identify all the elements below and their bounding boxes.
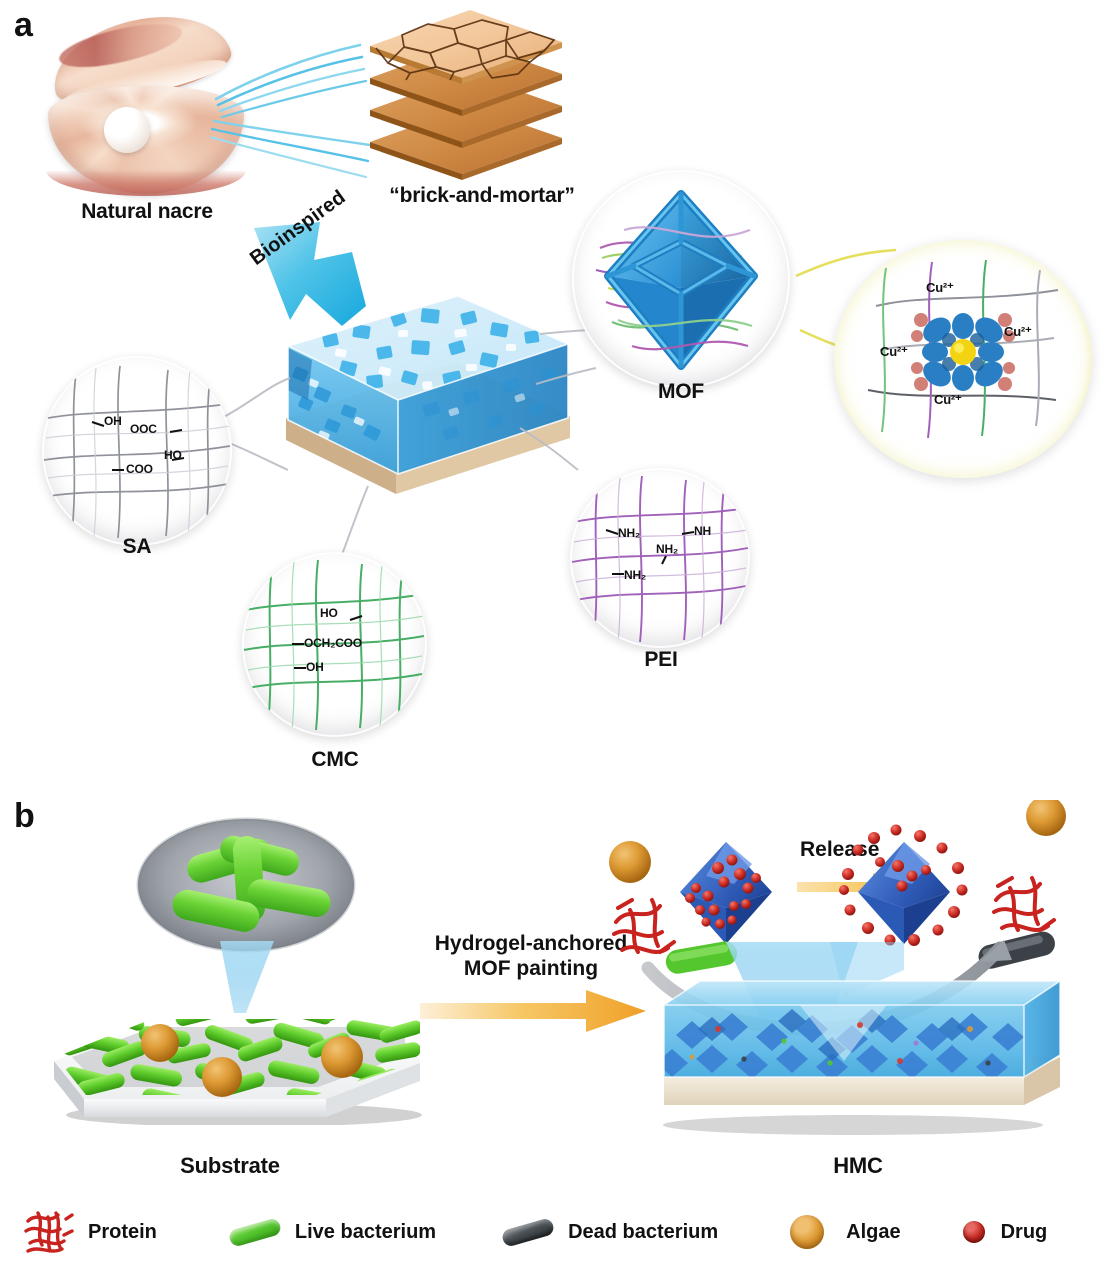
sa-group-ho: HO	[164, 448, 182, 462]
mof-caption: MOF	[657, 380, 705, 403]
pei-caption: PEI	[644, 648, 678, 671]
legend-item-live-bacterium: Live bacterium	[227, 1207, 437, 1257]
pei-polymer-network	[571, 475, 749, 643]
cmc-group-ho: HO	[320, 606, 338, 620]
cu-label-right: Cu²⁺	[1004, 324, 1032, 339]
pei-group-nh2-a: NH₂	[618, 526, 641, 540]
sa-group-coo: COO	[126, 462, 153, 476]
natural-nacre-illustration	[42, 0, 247, 197]
legend-label-dead-bacterium: Dead bacterium	[568, 1220, 719, 1243]
cmc-caption: CMC	[311, 748, 359, 771]
sa-caption: SA	[122, 535, 152, 558]
legend-label-protein: Protein	[88, 1220, 157, 1243]
live-bacterium-rod-icon	[227, 1207, 283, 1257]
mof-octahedron	[595, 190, 758, 370]
cu-label-top: Cu²⁺	[926, 280, 954, 295]
panel-a-label: a	[14, 6, 33, 44]
process-label-line2: MOF painting	[463, 956, 599, 980]
release-scene	[609, 800, 1066, 1036]
legend-label-drug: Drug	[1000, 1220, 1048, 1243]
cmc-magnifier-bubble: HO OCH₂COO OH	[242, 552, 427, 737]
protein-ribbon-icon	[22, 1207, 76, 1257]
pei-group-nh2-b: NH₂	[624, 568, 647, 582]
live-bacterium-rod	[665, 941, 738, 974]
brick-and-mortar-caption: “brick-and-mortar”	[389, 184, 575, 207]
pearl	[104, 107, 150, 153]
cmc-polymer-network	[243, 559, 425, 731]
sa-magnifier-bubble: OH OOC COO HO	[42, 356, 232, 546]
cmc-group-och2coo: OCH₂COO	[304, 636, 362, 650]
pei-group-nh2-c: NH₂	[656, 542, 679, 556]
cmc-group-oh: OH	[306, 660, 324, 674]
bacteria-zoom-inset	[128, 815, 358, 1015]
sa-group-ooc: OOC	[130, 422, 157, 436]
dead-bacterium-rod-icon	[500, 1207, 556, 1257]
bioinspired-arrow	[254, 222, 366, 326]
legend-item-dead-bacterium: Dead bacterium	[500, 1207, 719, 1257]
sa-polymer-network	[43, 365, 231, 539]
mof-particle-loaded	[680, 842, 772, 944]
process-label-line1: Hydrogel-anchored	[434, 932, 628, 955]
natural-nacre-caption: Natural nacre	[81, 200, 213, 223]
legend-label-live-bacterium: Live bacterium	[294, 1220, 437, 1243]
protein-ribbon-right	[992, 876, 1056, 932]
algae-sphere-left	[609, 841, 651, 883]
process-label: Hydrogel-anchored MOF painting	[418, 932, 644, 982]
legend-item-drug: Drug	[959, 1207, 1048, 1257]
hmc-hydrogel-block	[661, 980, 1063, 1135]
substrate-caption: Substrate	[180, 1153, 280, 1178]
cu-coordination-magnifier-bubble: Cu²⁺ Cu²⁺ Cu²⁺ Cu²⁺	[834, 240, 1092, 478]
process-arrow	[420, 990, 646, 1032]
cu-crosslinked-network	[867, 259, 1059, 439]
brick-and-mortar-stack	[370, 10, 562, 180]
legend-item-protein: Protein	[22, 1207, 157, 1257]
pei-group-nh: NH	[694, 524, 711, 538]
legend-label-algae: Algae	[846, 1220, 901, 1243]
legend: Protein Live bacterium Dead bacterium Al…	[0, 1198, 1108, 1266]
panel-b-label: b	[14, 797, 35, 835]
cu-label-bottom: Cu²⁺	[934, 392, 962, 407]
hydrogel-mof-block	[285, 295, 571, 494]
legend-item-algae: Algae	[780, 1207, 901, 1257]
drug-sphere-icon	[959, 1207, 989, 1257]
hmc-caption: HMC	[833, 1153, 883, 1178]
algae-sphere-icon	[780, 1207, 834, 1257]
substrate-illustration	[54, 1019, 422, 1125]
protein-ribbon-left	[612, 898, 676, 954]
cu-label-left: Cu²⁺	[880, 344, 908, 359]
motion-streak-lines	[210, 43, 372, 179]
algae-sphere-top-right	[1026, 800, 1066, 836]
sa-group-oh: OH	[104, 414, 122, 428]
mof-magnifier-bubble	[572, 170, 790, 388]
mof-particle-releasing	[839, 824, 968, 946]
pei-magnifier-bubble: NH₂ NH NH₂ NH₂	[570, 468, 750, 648]
